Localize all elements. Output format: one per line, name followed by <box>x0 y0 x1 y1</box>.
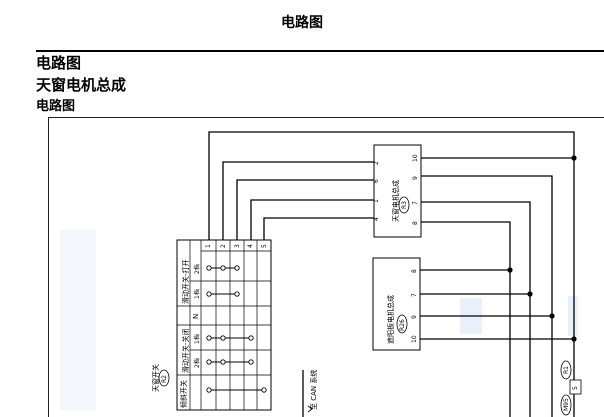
shade-motor-pin: 9 <box>411 315 418 319</box>
switch-contacts <box>209 267 264 391</box>
scan-tint-mark <box>568 296 578 336</box>
junction-dot <box>527 291 533 297</box>
switch-column-pin: 3 <box>234 244 241 248</box>
shade-motor-pin: 10 <box>411 335 418 343</box>
wire <box>421 201 531 417</box>
switch-column-pin: 1 <box>205 244 212 248</box>
switch-stage-label: 2档 <box>193 358 201 368</box>
sunroof-motor-code: R3 <box>401 201 408 209</box>
section-title: 电路图 <box>36 54 82 72</box>
wire <box>208 131 575 417</box>
shade-motor-code: R26 <box>399 319 406 331</box>
connector-label: R1 <box>563 366 570 374</box>
page-header: 电路图 <box>281 15 323 31</box>
switch-stage-label: 1档 <box>193 334 201 344</box>
wire <box>236 179 374 240</box>
diagram-label: 电路图 <box>36 99 76 114</box>
subsection-title: 天窗电机总成 <box>36 76 127 94</box>
switch-row-label-slide-close: 滑动开关-关闭 <box>181 328 190 373</box>
junctions <box>507 155 577 342</box>
sunroof-motor-left-pin: 4 <box>373 217 380 221</box>
wire <box>222 161 374 240</box>
sunroof-motor-right-pin: 7 <box>412 201 419 205</box>
sunroof-motor-box <box>373 144 422 238</box>
connector-label: M95 <box>563 398 570 411</box>
wiring <box>208 131 576 417</box>
switch-column-pin: 4 <box>247 244 254 248</box>
side-pin-label: 5 <box>572 386 579 390</box>
sunroof-motor-right-pin: 8 <box>412 221 419 225</box>
side-pin-box <box>569 379 582 395</box>
sunroof-switch-code: R2 <box>161 375 168 383</box>
can-system-label: 至 CAN 系统 <box>309 370 318 410</box>
scan-tint-mark <box>60 230 96 410</box>
diagram-frame <box>48 117 604 417</box>
switch-row-label-neutral: N <box>192 314 200 319</box>
switch-column-pin: 2 <box>220 244 227 248</box>
shade-motor-code-badge <box>396 314 408 334</box>
switch-row-label-tilt: 倾斜开关 <box>179 380 188 408</box>
shade-motor-name: 遮阳板电机总成 <box>386 295 395 344</box>
wire <box>421 175 553 417</box>
wire <box>263 217 374 240</box>
sunroof-switch-code-badge <box>158 369 170 387</box>
junction-dot <box>571 336 577 342</box>
connector-badge <box>560 360 572 380</box>
wire <box>421 221 511 417</box>
sunroof-motor-code-badge <box>398 196 410 214</box>
header-rule <box>36 50 604 52</box>
sunroof-motor-right-pin: 10 <box>412 154 419 162</box>
junction-dot <box>571 155 577 161</box>
sunroof-motor-left-pin: 6 <box>373 179 380 183</box>
wire <box>250 199 374 240</box>
connector-badge <box>560 394 572 416</box>
shade-motor-box <box>372 257 421 351</box>
sunroof-motor-left-pin: 2 <box>373 161 380 165</box>
switch-stage-label: 1档 <box>193 289 201 299</box>
sunroof-motor-name: 天窗电机总成 <box>391 180 400 222</box>
switch-stage-label: 2档 <box>193 264 201 274</box>
sunroof-switch-table: 1 2 3 4 5 滑动开关-打开 N 滑动开关-关闭 倾斜开关 2档 1档 1… <box>176 239 272 411</box>
sunroof-switch-name: 天窗开关 <box>151 364 160 392</box>
can-arrow-icon <box>307 405 313 413</box>
junction-dot <box>507 267 513 273</box>
shade-motor-pin: 8 <box>411 269 418 273</box>
sunroof-motor-left-pin: 1 <box>373 199 380 203</box>
junction-dot <box>549 313 555 319</box>
switch-row-label-slide-open: 滑动开关-打开 <box>181 259 190 304</box>
switch-column-pin: 5 <box>261 244 268 248</box>
switch-contact-dots <box>206 265 267 393</box>
shade-motor-pin: 7 <box>411 293 418 297</box>
sunroof-motor-right-pin: 9 <box>412 176 419 180</box>
